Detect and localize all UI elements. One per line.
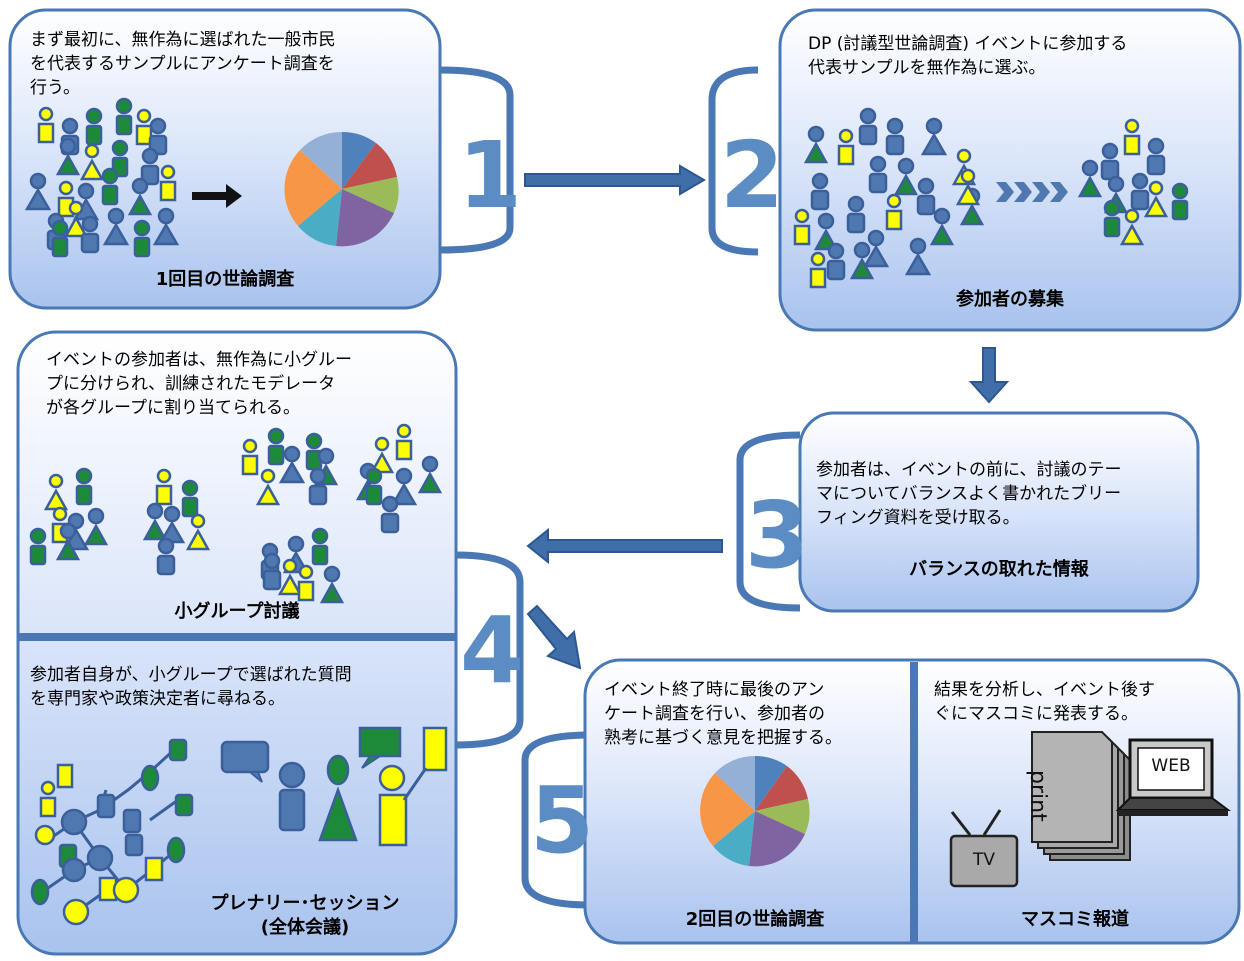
- pie-chart-2: [700, 755, 810, 867]
- step3-number: 3: [745, 482, 810, 589]
- step1-caption: 1回目の世論調査: [155, 269, 295, 290]
- step1-number: 1: [458, 122, 523, 229]
- arrow-icon: [192, 184, 242, 208]
- step5-text-right: 結果を分析し、イベント後す ぐにマスコミに発表する。: [934, 680, 1155, 724]
- step2-text: DP (討議型世論調査) イベントに参加する 代表サンプルを無作為に選ぶ。: [808, 34, 1128, 78]
- pie-chart-1: [284, 131, 399, 247]
- print-label: print: [1025, 770, 1050, 822]
- step4-text-bottom: 参加者自身が、小グループで選ばれた質問 を専門家や政策決定者に尋ねる。: [30, 665, 352, 709]
- tab-shapes: [439, 66, 801, 909]
- panel-step4-divider: [18, 633, 456, 641]
- step1-text: まず最初に、無作為に選ばれた一般市民 を代表するサンプルにアンケート調査を 行う…: [30, 30, 336, 98]
- step2-number: 2: [720, 122, 785, 229]
- chevrons-icon: [996, 182, 1068, 202]
- step5-caption-right: マスコミ報道: [1021, 909, 1129, 930]
- plenary-people: [30, 738, 194, 926]
- step4-caption-top: 小グループ討議: [174, 601, 300, 622]
- tv-icon: [949, 809, 1019, 888]
- step5-caption-left: 2回目の世論調査: [685, 909, 825, 930]
- speakers-group: [220, 726, 448, 847]
- flow-arrows: [524, 164, 1010, 670]
- step4-number: 4: [460, 597, 525, 704]
- step3-caption: バランスの取れた情報: [909, 559, 1089, 580]
- print-stack-icon: [1031, 731, 1131, 861]
- step4-text-top: イベントの参加者は、無作為に小グルー プに分けられ、訓練されたモデレータ が各グ…: [46, 350, 352, 418]
- step2-caption: 参加者の募集: [956, 289, 1064, 310]
- panel-step4: [16, 330, 458, 956]
- laptop-icon: [1115, 738, 1231, 816]
- step5-number: 5: [530, 767, 595, 874]
- panel-step3: [798, 411, 1200, 613]
- panel-step5-divider: [910, 662, 918, 942]
- step5-text-left: イベント終了時に最後のアン ケート調査を行い、参加者の 熟考に基づく意見を把握す…: [604, 680, 842, 748]
- step4-caption-bottom: プレナリー･セッション (全体会議): [210, 893, 400, 938]
- step3-text: 参加者は、イベントの前に、討議のテー マについてバランスよく書かれたブリー フィ…: [816, 460, 1122, 528]
- web-label: WEB: [1151, 756, 1191, 776]
- tv-label: TV: [972, 850, 995, 870]
- panel-step2: [778, 8, 1242, 332]
